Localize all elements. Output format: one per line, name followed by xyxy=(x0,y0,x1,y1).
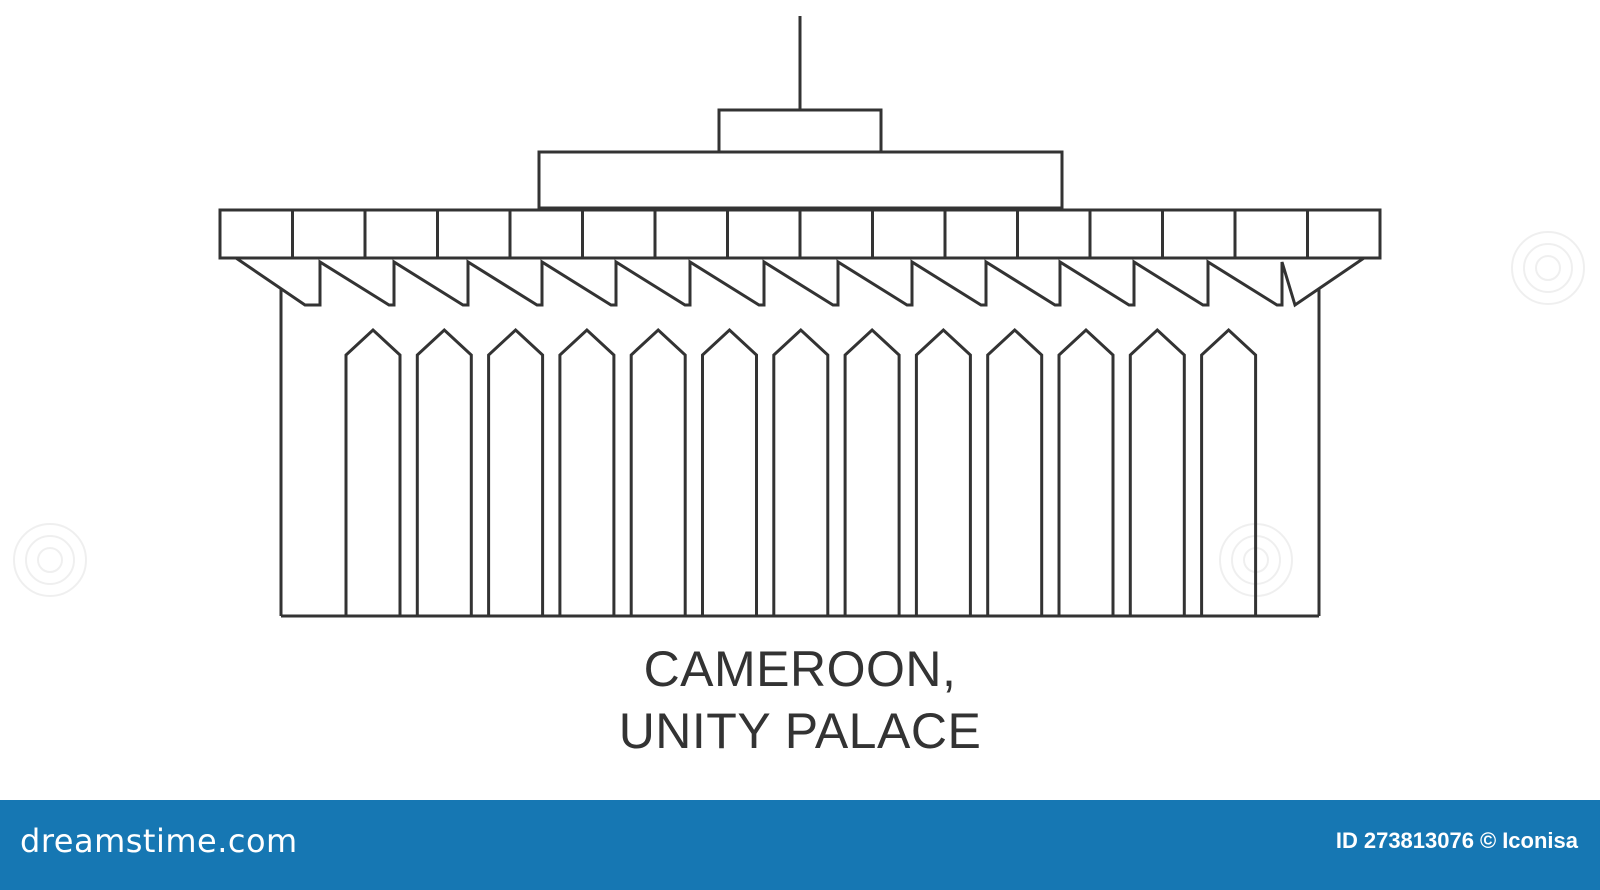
id-value: 273813076 xyxy=(1363,828,1474,853)
unity-palace-line-icon xyxy=(218,16,1382,618)
brand-logo[interactable]: dreamstime.com xyxy=(20,822,298,860)
watermark-swirl-icon xyxy=(13,523,87,597)
roof-middle-box xyxy=(537,150,1064,210)
arched-column xyxy=(344,327,402,616)
arched-column xyxy=(1057,327,1115,616)
watermark-swirl-icon xyxy=(1511,231,1585,305)
arched-column xyxy=(986,327,1044,616)
id-label: ID xyxy=(1335,828,1358,853)
arched-column xyxy=(558,327,616,616)
arched-column xyxy=(843,327,901,616)
arched-column xyxy=(1200,327,1258,616)
fascia-zigzag xyxy=(235,256,1365,308)
arched-column xyxy=(487,327,545,616)
caption-landmark: UNITY PALACE xyxy=(618,703,982,759)
arched-column xyxy=(701,327,758,616)
caption-country: CAMEROON, xyxy=(643,641,957,697)
arched-column xyxy=(1128,327,1186,616)
author-name[interactable]: Iconisa xyxy=(1502,828,1578,853)
arched-column xyxy=(914,327,972,616)
arched-column xyxy=(415,327,473,616)
arched-column xyxy=(772,327,830,616)
arched-column xyxy=(629,327,687,616)
landmark-caption: CAMEROON, UNITY PALACE xyxy=(0,638,1600,762)
copyright-icon: © xyxy=(1479,828,1497,853)
roof-top-box xyxy=(717,108,883,154)
